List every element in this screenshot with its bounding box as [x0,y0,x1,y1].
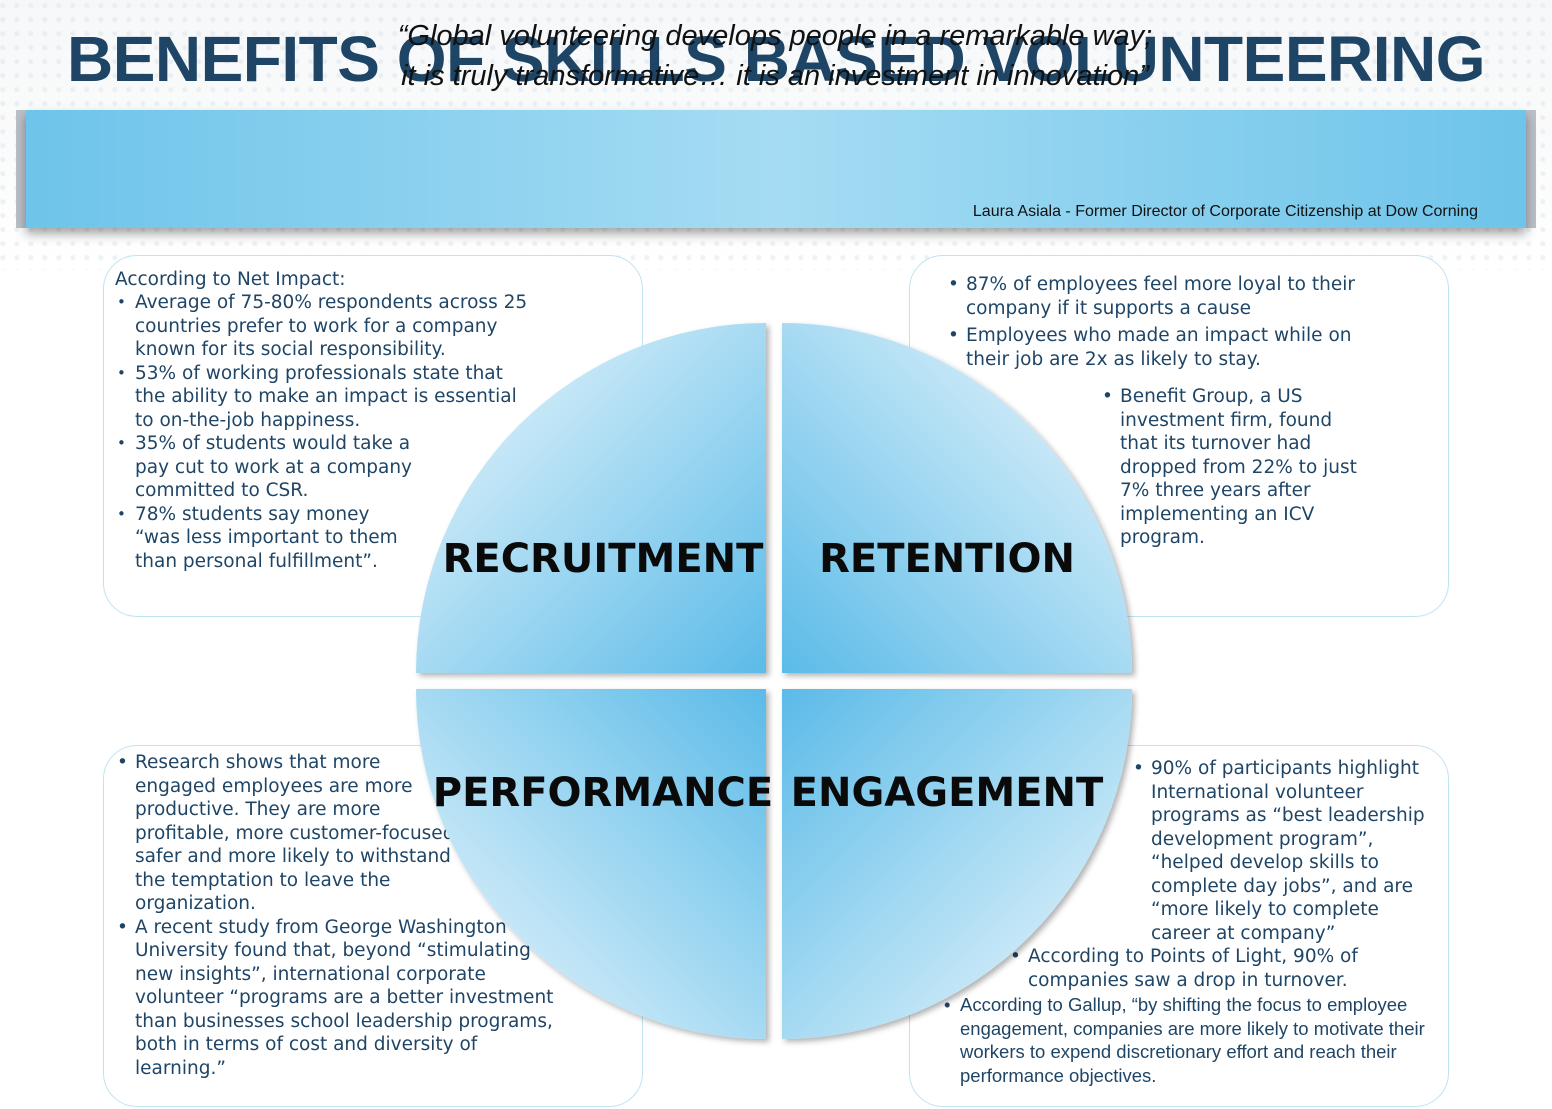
quote-line-1: “Global volunteering develops people in … [397,20,1153,52]
list-item: According to Gallup, “by shifting the fo… [942,993,1445,1087]
list-item: 78% students say money “was less importa… [115,503,400,574]
recruitment-heading: According to Net Impact: [115,269,346,290]
recruitment-list: Average of 75-80% respondents across 25 … [115,291,555,573]
performance-list: Research shows that more engaged employe… [115,751,585,1080]
retention-list-wrap: 87% of employees feel more loyal to thei… [946,273,1416,371]
list-item: According to Points of Light, 90% of com… [1008,945,1388,992]
list-item: 35% of students would take a pay cut to … [115,432,425,503]
performance-list-wrap: Research shows that more engaged employe… [115,751,585,1080]
engagement-list-1: 90% of participants highlight Internatio… [1131,757,1431,945]
retention-sublist: Benefit Group, a US investment firm, fou… [1100,385,1380,550]
retention-sublist-wrap: Benefit Group, a US investment firm, fou… [1100,385,1380,550]
engagement-list-wrap-3: According to Gallup, “by shifting the fo… [942,993,1442,1087]
retention-list: 87% of employees feel more loyal to thei… [946,273,1416,371]
list-item: Benefit Group, a US investment firm, fou… [1100,385,1365,550]
page-title: BENEFITS OF SKILLS BASED VOLUNTEERING [66,23,1486,95]
engagement-list-wrap-2: According to Points of Light, 90% of com… [1008,945,1428,992]
engagement-list-2: According to Points of Light, 90% of com… [1008,945,1428,992]
list-item: Research shows that more engaged employe… [115,751,465,916]
list-item: A recent study from George Washington Un… [115,916,565,1081]
list-item: 53% of working professionals state that … [115,362,520,433]
engagement-list-wrap-1: 90% of participants highlight Internatio… [1131,757,1431,945]
list-item: 87% of employees feel more loyal to thei… [946,273,1386,320]
engagement-list-3: According to Gallup, “by shifting the fo… [942,993,1442,1087]
list-item: 90% of participants highlight Internatio… [1131,757,1431,945]
quote-text: “Global volunteering develops people in … [0,16,1550,96]
recruitment-list-wrap: Average of 75-80% respondents across 25 … [115,291,555,573]
quote-banner [26,110,1526,228]
list-item: Average of 75-80% respondents across 25 … [115,291,545,362]
quote-attribution: Laura Asiala - Former Director of Corpor… [972,203,1478,220]
list-item: Employees who made an impact while on th… [946,324,1386,371]
quote-line-2: it is truly transformative… it is an inv… [401,60,1149,92]
